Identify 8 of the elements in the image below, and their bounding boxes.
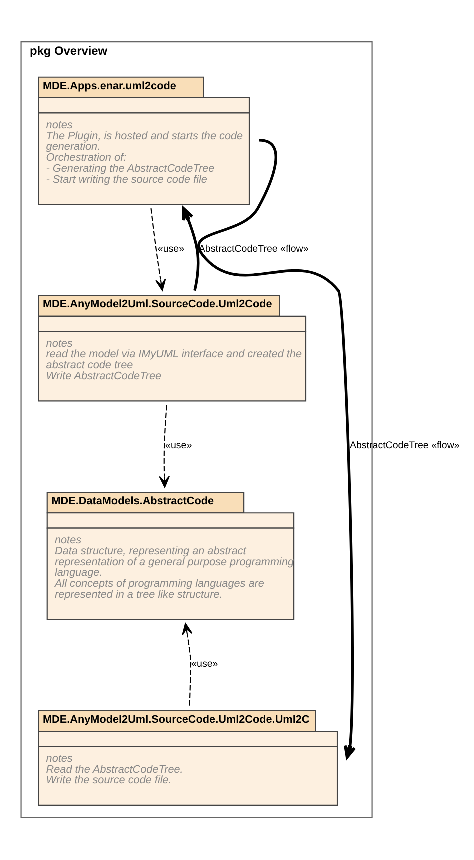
arrow [150, 208, 166, 292]
edge-label: «use» [192, 659, 218, 670]
arrow [182, 207, 200, 292]
arrow [159, 405, 170, 488]
arrow [182, 623, 193, 706]
arrow [198, 139, 356, 759]
edge-label: «use» [166, 440, 192, 452]
edge-label: «use» [158, 244, 185, 255]
